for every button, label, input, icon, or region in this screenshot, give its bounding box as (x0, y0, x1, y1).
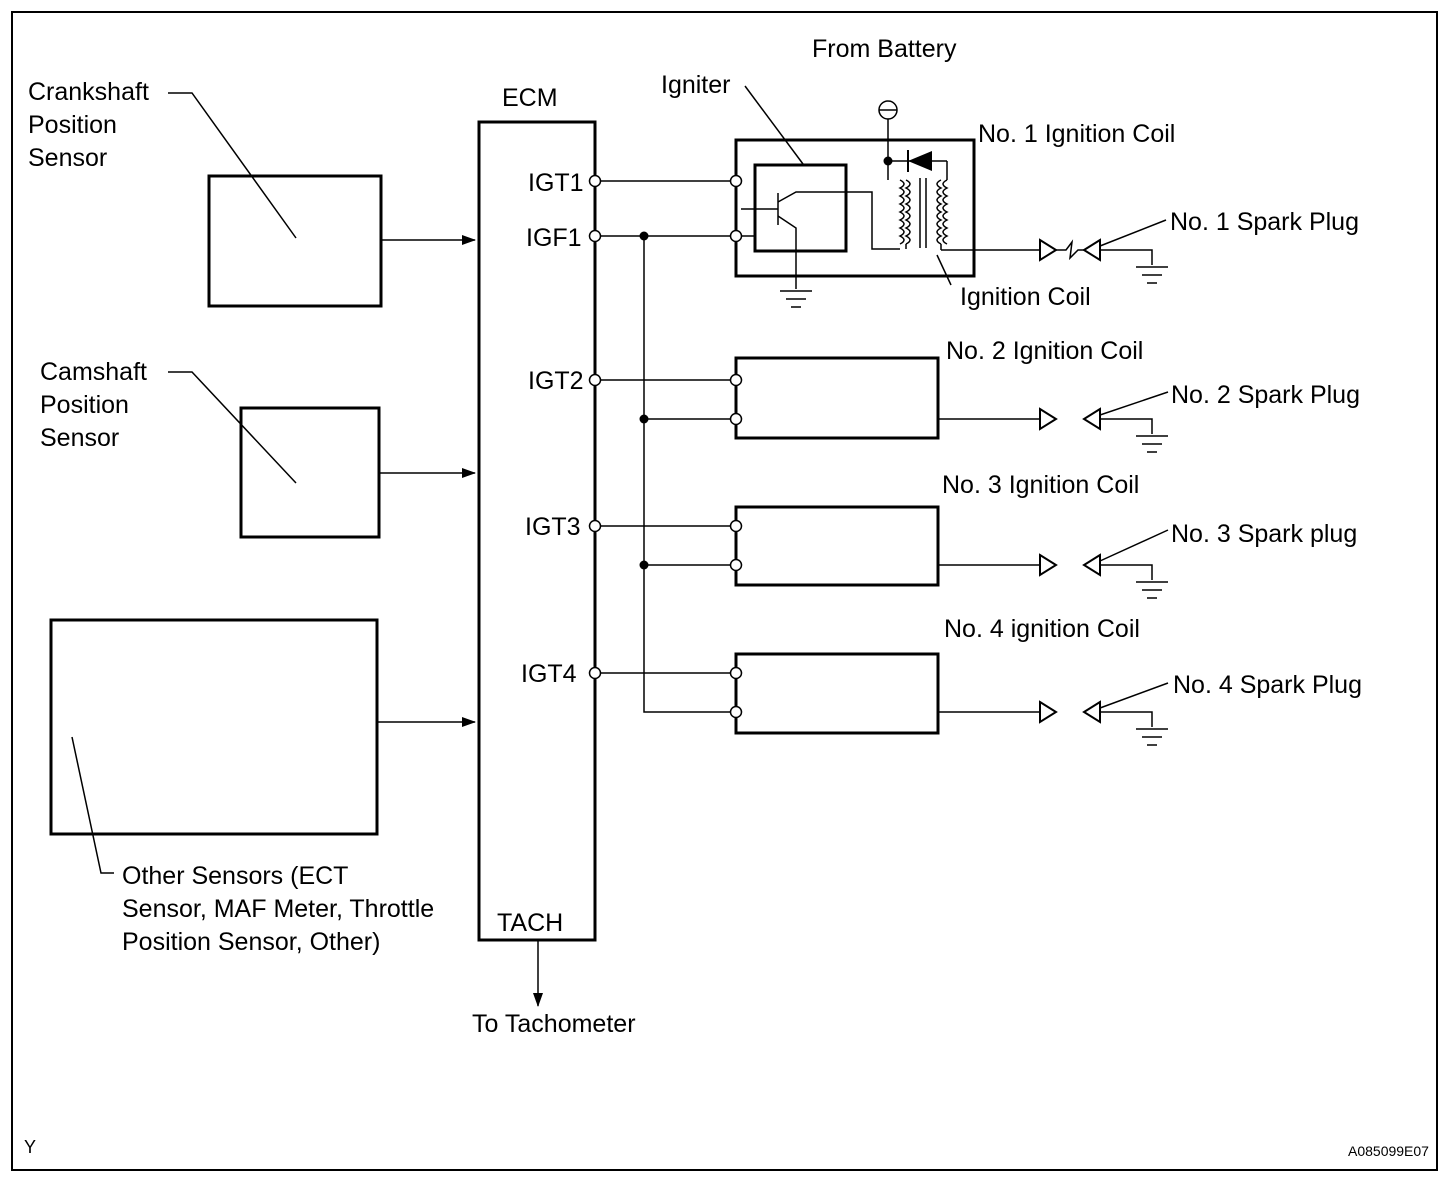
other-sensors: Other Sensors (ECT Sensor, MAF Meter, Th… (49, 618, 476, 956)
igf-bus-wire (643, 236, 731, 713)
coil-4-box (734, 652, 940, 735)
camshaft-label-3: Sensor (40, 424, 119, 452)
pin-igf1-label: IGF1 (526, 224, 582, 252)
ignition-coil-4-assembly: No. 4 ignition Coil No. 4 Spark Plug (729, 615, 1362, 746)
terminal-circle (729, 705, 743, 719)
secondary-winding-icon (936, 179, 949, 250)
junction-dot (639, 560, 649, 570)
terminal-circle (729, 666, 743, 680)
ground-icon (780, 290, 812, 308)
ignition-coil-3-assembly: No. 3 Ignition Coil No. 3 Spark plug (729, 471, 1357, 599)
terminal-circle (588, 519, 602, 533)
ecm-label: ECM (502, 84, 558, 112)
terminal-circle (729, 412, 743, 426)
junction-dot (639, 231, 649, 241)
coil-4-label: No. 4 ignition Coil (944, 615, 1140, 643)
other-sensors-label-3: Position Sensor, Other) (122, 928, 380, 956)
terminal-circle (588, 174, 602, 188)
ignition-coil-label: Ignition Coil (960, 283, 1091, 311)
plug-2-leader-line (1099, 391, 1169, 416)
other-sensors-box (49, 618, 379, 836)
plug-1-leader-line (1099, 219, 1167, 247)
from-battery-label: From Battery (812, 35, 957, 63)
terminal-circle (729, 229, 743, 243)
crankshaft-label-3: Sensor (28, 144, 107, 172)
terminal-circle (588, 373, 602, 387)
plug-1-label: No. 1 Spark Plug (1170, 208, 1359, 236)
crankshaft-label-1: Crankshaft (28, 78, 149, 106)
junction-dots (639, 231, 649, 570)
terminal-circle (729, 519, 743, 533)
crankshaft-leader-line (168, 92, 297, 239)
ignition-coil-2-assembly: No. 2 Ignition Coil No. 2 Spark Plug (729, 337, 1360, 453)
igniter-leader-line (744, 85, 804, 165)
coil-3-label: No. 3 Ignition Coil (942, 471, 1139, 499)
plug-2-label: No. 2 Spark Plug (1171, 381, 1360, 409)
ecm: ECM TACH To Tachometer IGT1 IGF1 IGT2 IG… (472, 84, 636, 1038)
junction-dot (639, 414, 649, 424)
camshaft-sensor-box (239, 406, 381, 539)
transistor-icon (741, 191, 900, 289)
plug-3-label: No. 3 Spark plug (1171, 520, 1357, 548)
pin-igt1-label: IGT1 (528, 169, 584, 197)
camshaft-label-2: Position (40, 391, 129, 419)
ignition-coil-1-assembly: From Battery Igniter No. 1 Ignition Coil (661, 35, 1359, 311)
spark-plug-1-icon (1039, 238, 1168, 284)
ignition-coil-leader-line (936, 254, 952, 286)
crankshaft-label-2: Position (28, 111, 117, 139)
junction-dot (883, 156, 893, 166)
other-sensors-label-1: Other Sensors (ECT (122, 862, 348, 890)
pin-igt3-label: IGT3 (525, 513, 581, 541)
pin-igt4-label: IGT4 (521, 660, 577, 688)
coil-2-label: No. 2 Ignition Coil (946, 337, 1143, 365)
coil-2-box (734, 356, 940, 440)
terminal-circle (588, 229, 602, 243)
terminal-circle (729, 174, 743, 188)
spark-plug-2-icon (1039, 407, 1168, 453)
coil-1-label: No. 1 Ignition Coil (978, 120, 1175, 148)
other-sensors-label-2: Sensor, MAF Meter, Throttle (122, 895, 434, 923)
crankshaft-sensor-box (207, 174, 383, 308)
ecm-terminals (588, 174, 602, 680)
to-tachometer-label: To Tachometer (472, 1010, 636, 1038)
plug-4-leader-line (1099, 682, 1169, 709)
pin-igt2-label: IGT2 (528, 367, 584, 395)
igniter-box (753, 163, 848, 253)
coil-1-box (734, 138, 976, 278)
signal-wiring (600, 180, 731, 713)
spark-plug-3-icon (1039, 553, 1168, 599)
primary-winding-icon (898, 179, 911, 249)
igniter-label: Igniter (661, 71, 730, 99)
other-sensors-leader-line (71, 736, 114, 874)
tach-label: TACH (497, 909, 563, 937)
spark-plug-4-icon (1039, 700, 1168, 746)
camshaft-sensor: Camshaft Position Sensor (40, 358, 476, 539)
corner-mark: Y (24, 1137, 36, 1157)
figure-frame (11, 11, 1438, 1171)
terminal-circle (588, 666, 602, 680)
terminal-circle (729, 373, 743, 387)
camshaft-leader-line (168, 371, 297, 484)
coil-core-icon (919, 178, 927, 248)
figure-code: A085099E07 (1348, 1143, 1429, 1159)
plug-4-label: No. 4 Spark Plug (1173, 671, 1362, 699)
terminal-circle (729, 558, 743, 572)
camshaft-label-1: Camshaft (40, 358, 147, 386)
diode-icon (907, 150, 932, 172)
plug-3-leader-line (1099, 529, 1169, 562)
crankshaft-sensor: Crankshaft Position Sensor (28, 78, 476, 308)
coil-3-box (734, 505, 940, 587)
